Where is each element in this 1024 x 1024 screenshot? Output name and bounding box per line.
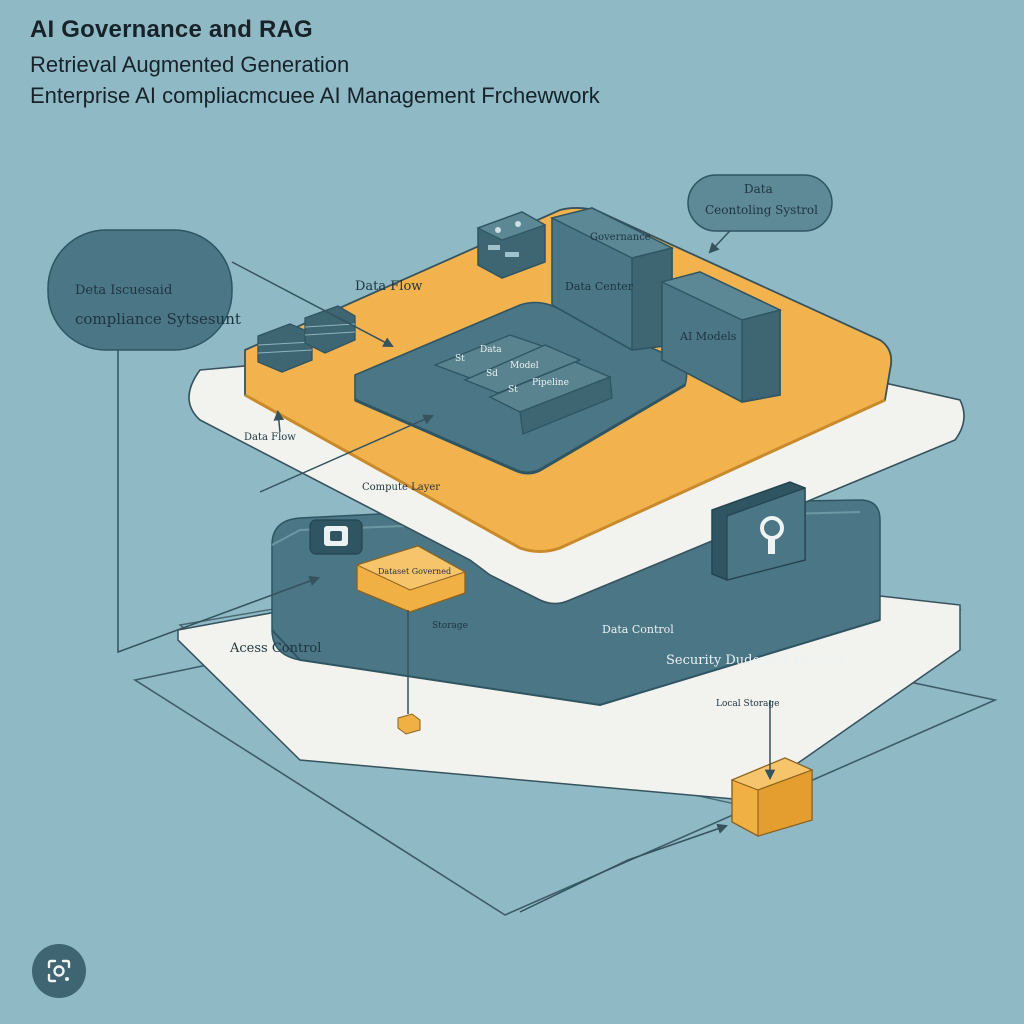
row3-right-label: Pipeline	[532, 378, 569, 388]
inner-row-blocks	[433, 334, 613, 435]
local-storage-label: Local Storage	[716, 699, 780, 709]
left-callout	[47, 229, 233, 351]
security-policies-label: Security Dudomity Policies	[666, 653, 844, 668]
orange-badge	[355, 545, 467, 613]
access-control-label: Acess Control	[229, 641, 321, 656]
right-callout-line2: Ceontoling Systrol	[705, 203, 818, 217]
page-subtitle-2: Enterprise AI compliacmcuee AI Managemen…	[30, 82, 600, 108]
data-center-label: Data Center	[565, 280, 634, 293]
camera-lens-button[interactable]	[32, 944, 86, 998]
ai-models-label: AI Models	[679, 330, 737, 343]
row2-right-label: Model	[510, 361, 539, 371]
lock-icon	[711, 481, 806, 581]
row2-left-label: Sd	[486, 369, 498, 379]
camera-chip-icon	[309, 519, 363, 555]
data-flow-left-label: Data Flow	[244, 432, 296, 443]
compute-layer-label: Compute Layer	[362, 482, 440, 493]
page-title: AI Governance and RAG	[30, 16, 313, 43]
connector-lines	[117, 217, 776, 913]
page-subtitle: Retrieval Augmented Generation	[30, 51, 350, 77]
row1-right-label: Data	[480, 345, 502, 355]
storage-stack-icon	[257, 305, 356, 373]
data-flow-top-label: Data Flow	[355, 279, 422, 294]
data-control-label: Data Control	[602, 623, 674, 636]
row1-left-label: St	[455, 354, 465, 364]
small-gold-cube	[397, 713, 421, 735]
badge-label: Dataset Governed	[378, 567, 451, 576]
storage-label: Storage	[432, 621, 468, 631]
chip-icon	[476, 211, 547, 279]
left-callout-line1: Deta Iscuesaid	[75, 283, 172, 298]
right-callout	[687, 174, 833, 232]
camera-lens-icon	[47, 959, 71, 983]
right-callout-line1: Data	[744, 182, 773, 196]
row3-left-label: St	[508, 385, 518, 395]
header: AI Governance and RAG Retrieval Augmente…	[30, 16, 600, 108]
ai-models-box	[659, 271, 783, 403]
left-callout-line2: compliance Sytsesunt	[75, 310, 241, 328]
governance-label: Governance	[590, 232, 651, 243]
